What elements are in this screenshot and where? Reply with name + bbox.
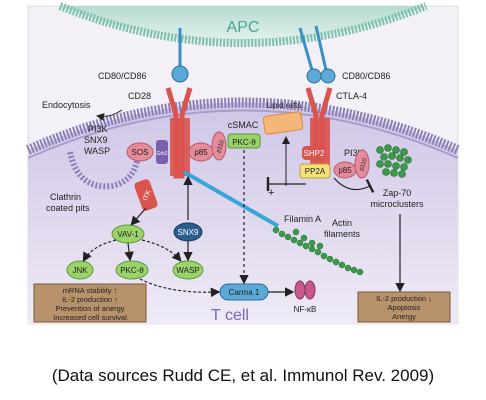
- endocytosis-label: Endocytosis: [42, 100, 91, 110]
- filamin-label: Filamin A: [284, 214, 321, 224]
- svg-text:ITK: ITK: [142, 189, 152, 202]
- tcell-membrane-inner: [27, 109, 459, 159]
- p110-right-node: p110: [354, 149, 370, 179]
- svg-text:Apoptosis: Apoptosis: [388, 303, 421, 312]
- svg-text:mRNA stability ↑: mRNA stability ↑: [63, 286, 118, 295]
- itk-to-vav1-arrow: [130, 207, 147, 226]
- svg-text:PKC-θ: PKC-θ: [232, 138, 256, 147]
- p85-right-node: p85: [333, 161, 357, 179]
- grb2-node: Grb2: [156, 140, 168, 164]
- svg-text:IL-2 production ↑: IL-2 production ↑: [62, 295, 118, 304]
- clathrin-label-1: Clathrin: [50, 192, 81, 202]
- wasp-lower-node: WASP: [172, 260, 204, 280]
- pp2a-inhibition: [333, 177, 375, 193]
- tcell-membrane: [25, 97, 461, 155]
- pkc-lower-to-carma-arrow: [139, 278, 221, 298]
- pi3k-left-label: PI3K: [88, 124, 108, 134]
- snx9-left-label: SNX9: [84, 135, 108, 145]
- svg-text:IL-2 production ↓: IL-2 production ↓: [376, 294, 432, 303]
- filamin-a-bar: [183, 170, 279, 228]
- svg-text:Increased cell survival: Increased cell survival: [53, 313, 127, 322]
- apc-label: APC: [227, 19, 260, 36]
- actin-label-2: filaments: [324, 229, 361, 239]
- svg-text:PP2A: PP2A: [305, 167, 326, 176]
- jnk-node: JNK: [66, 260, 94, 280]
- cd80-right-ligand-2: [314, 25, 336, 84]
- svg-text:Grb2: Grb2: [156, 151, 167, 157]
- nfkb-node: [294, 280, 316, 300]
- cd80-left-ligand: [171, 28, 189, 83]
- p110-left-node: p110: [211, 131, 227, 161]
- actin-label-1: Actin: [332, 218, 352, 228]
- vav1-node: VAV-1: [111, 224, 145, 244]
- svg-text:p85: p85: [338, 166, 352, 175]
- pkc-theta-lower-node: PKC-θ: [115, 260, 149, 280]
- cd28-label: CD28: [128, 91, 151, 101]
- zap70-label-1: Zap-70: [383, 188, 412, 198]
- ctla4-label: CTLA-4: [336, 91, 367, 101]
- vav1-to-pkc-arrow: [124, 242, 134, 262]
- svg-text:p85: p85: [194, 148, 208, 157]
- sos-node: SOS: [126, 142, 154, 162]
- plus-sign: +: [268, 187, 274, 199]
- figure-caption: (Data sources Rudd CE, et al. Immunol Re…: [51, 366, 435, 385]
- zap70-label-2: microclusters: [370, 199, 424, 209]
- vav1-to-wasp-arrow: [141, 239, 182, 262]
- endocytosis-arrow: [96, 109, 123, 121]
- pp2a-node: PP2A: [299, 163, 331, 179]
- shp2-node: SHP2: [302, 146, 326, 160]
- svg-text:VAV-1: VAV-1: [117, 230, 139, 239]
- snx9-lower-node: SNX9: [173, 222, 203, 242]
- svg-text:SOS: SOS: [132, 148, 149, 157]
- svg-text:Anergy: Anergy: [392, 312, 416, 321]
- cd80-right-label: CD80/CD86: [342, 71, 391, 81]
- zap70-cluster: [376, 144, 412, 178]
- carma1-node: Carma 1: [219, 283, 269, 301]
- cd80-left-label: CD80/CD86: [98, 71, 147, 81]
- actin-filaments: [272, 226, 364, 276]
- tcell-label: T cell: [211, 307, 249, 324]
- svg-text:SHP2: SHP2: [304, 149, 325, 158]
- pi3k-right-label: PI3K: [344, 148, 364, 158]
- itk-node: ITK: [134, 179, 158, 211]
- pkc-theta-top-node: PKC-θ: [227, 133, 261, 149]
- lipid-rafts-label: Lipid rafts: [267, 101, 302, 110]
- csmac-label: cSMAC: [228, 120, 259, 130]
- svg-text:SNX9: SNX9: [178, 228, 199, 237]
- svg-text:Prevention of anergy: Prevention of anergy: [55, 304, 124, 313]
- clathrin-label-2: coated pits: [46, 203, 90, 213]
- clathrin-pit: [67, 149, 141, 190]
- lipid-raft: [262, 111, 304, 135]
- nfkb-label: NF-κB: [294, 305, 317, 314]
- cd28-receptor: [165, 87, 193, 179]
- svg-text:WASP: WASP: [176, 266, 199, 275]
- cd28-outcome-box: mRNA stability ↑ IL-2 production ↑ Preve…: [33, 283, 147, 323]
- svg-text:JNK: JNK: [72, 266, 88, 275]
- svg-text:p110: p110: [359, 157, 369, 172]
- cd80-right-ligand-1: [298, 27, 322, 84]
- vav1-to-jnk-arrow: [82, 239, 117, 263]
- svg-text:PKC-θ: PKC-θ: [120, 266, 144, 275]
- p85-left-node: p85: [188, 142, 214, 162]
- wasp-left-label: WASP: [84, 146, 110, 156]
- ctla4-outcome-box: IL-2 production ↓ Apoptosis Anergy: [357, 291, 451, 323]
- svg-text:Carma 1: Carma 1: [229, 288, 260, 297]
- svg-text:p110: p110: [216, 139, 226, 154]
